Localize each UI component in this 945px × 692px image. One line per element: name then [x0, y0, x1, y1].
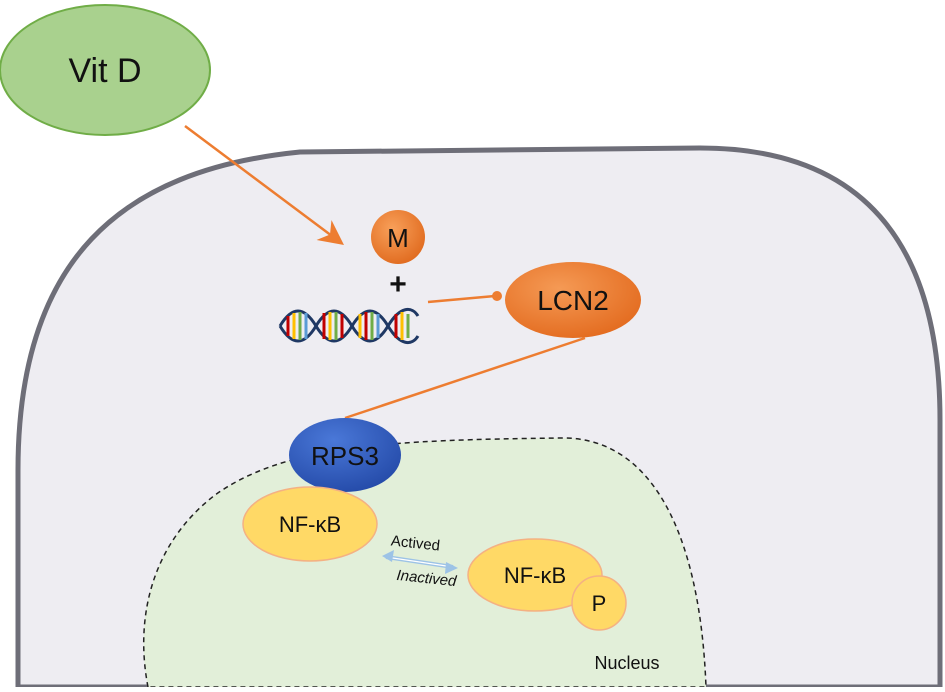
rps3-node: RPS3 [289, 418, 401, 492]
nfkb-left-label: NF-κB [279, 512, 341, 537]
rps3-label: RPS3 [311, 441, 379, 471]
nucleus-label: Nucleus [594, 653, 659, 673]
plus-sign: + [389, 268, 407, 301]
vitd-label: Vit D [68, 52, 141, 90]
phospho-node: P [571, 575, 627, 631]
actived-label: Actived [390, 532, 441, 554]
dna-inhibits-lcn2 [427, 291, 502, 304]
nfkb-right-label: NF-κB [504, 563, 566, 588]
lcn2-to-rps3-line [344, 336, 586, 420]
activation-exchange-arrow [382, 550, 458, 574]
dna-helix-icon [278, 307, 420, 345]
lcn2-node: LCN2 [505, 262, 641, 338]
m-node: M [371, 210, 425, 264]
vitd-to-m-arrow [184, 124, 345, 245]
lcn2-label: LCN2 [537, 285, 609, 316]
vitd-node: Vit D [0, 4, 211, 136]
p-label: P [592, 591, 607, 616]
nfkb-active-node: NF-κB [467, 538, 603, 612]
m-label: M [387, 223, 409, 253]
nfkb-inactive-node: NF-κB [242, 486, 378, 562]
inactived-label: Inactived [396, 567, 458, 590]
